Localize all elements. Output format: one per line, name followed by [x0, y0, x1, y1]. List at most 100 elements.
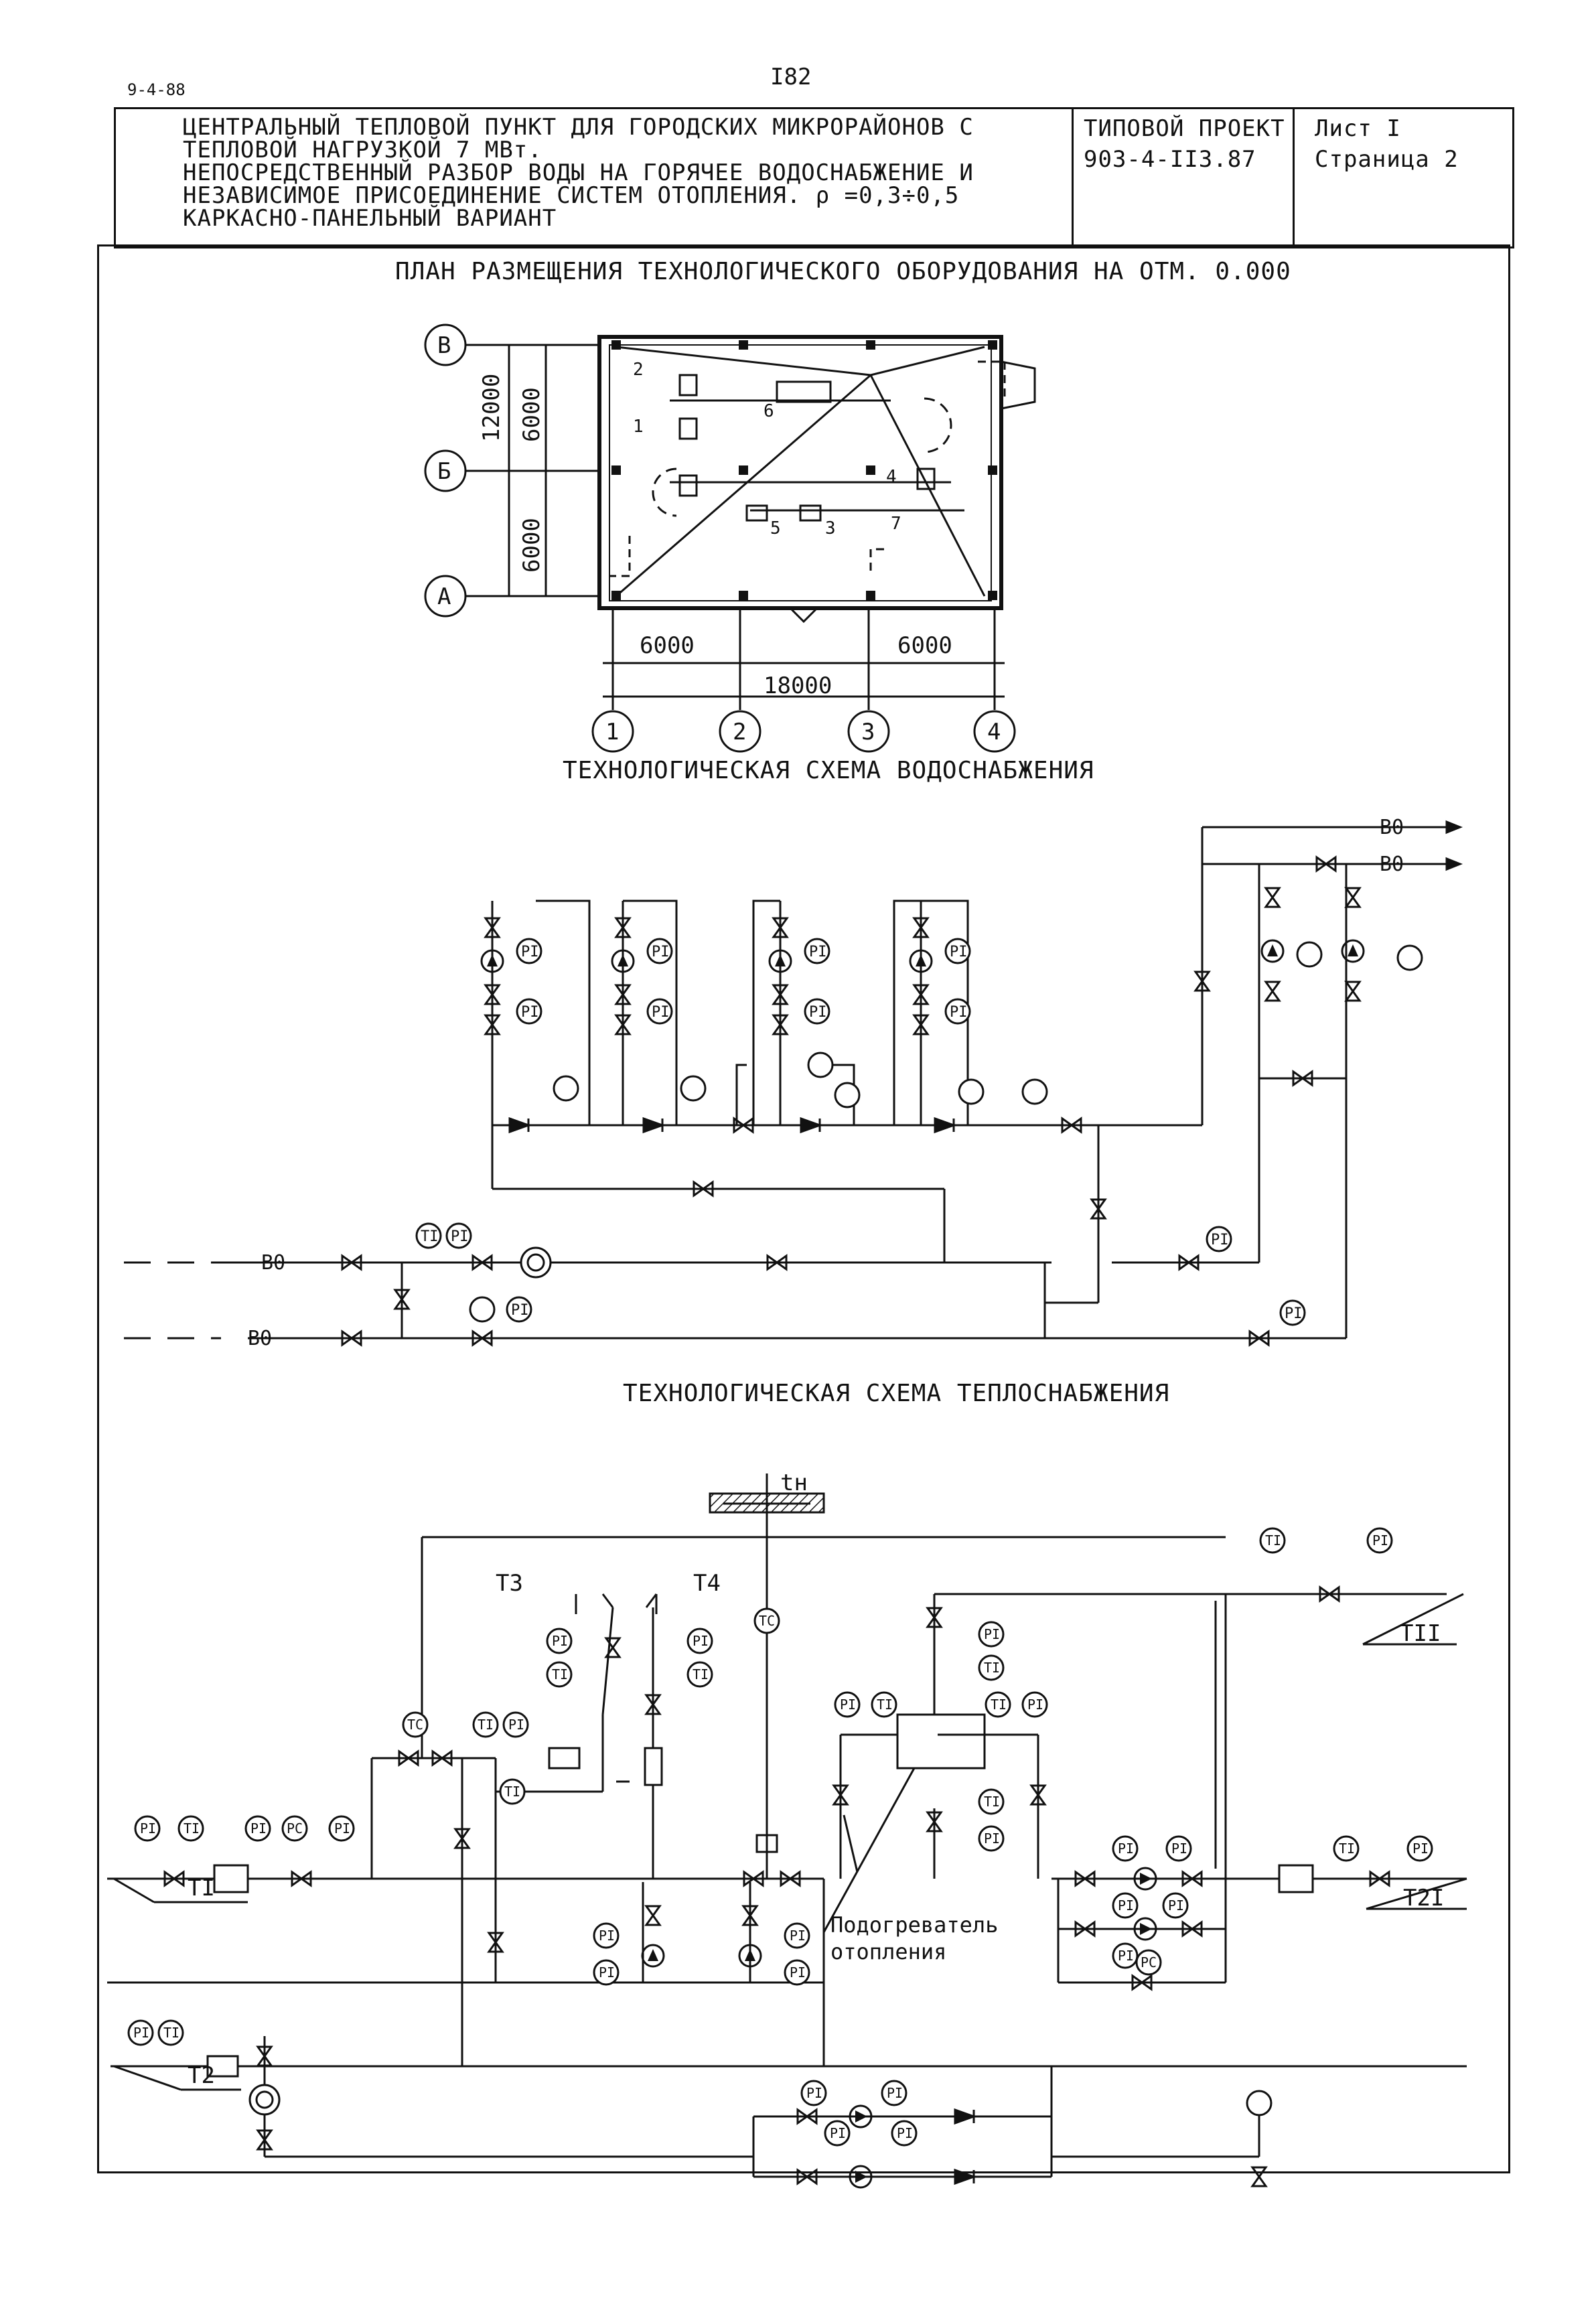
pi-label: PI [809, 944, 827, 960]
pi-label: PI [950, 944, 968, 960]
axis-label-v: В [437, 332, 451, 359]
drawing-frame [97, 244, 1510, 2173]
equipment-mark: 3 [825, 518, 836, 538]
dim-left-bottom: 6000 [518, 518, 545, 573]
heat-scheme-title: ТЕХНОЛОГИЧЕСКАЯ СХЕМА ТЕПЛОСНАБЖЕНИЯ [623, 1380, 1170, 1407]
equipment-mark: 2 [633, 360, 644, 380]
page-label: Страница 2 [1315, 146, 1459, 173]
title-line: КАРКАСНО-ПАНЕЛЬНЫЙ ВАРИАНТ [183, 205, 557, 232]
floor-plan [424, 323, 1036, 753]
pi-label: PI [334, 1820, 350, 1837]
ti-label: TI [184, 1820, 200, 1837]
pi-label: PI [1285, 1305, 1303, 1322]
ti-label: TI [552, 1666, 568, 1682]
pi-label: PI [250, 1820, 267, 1837]
pi-label: PI [1118, 1897, 1134, 1914]
pi-label: PI [508, 1717, 524, 1733]
pi-label: PI [511, 1302, 529, 1319]
pi-label: PI [887, 2085, 903, 2101]
pi-label: PI [1118, 1948, 1134, 1964]
pi-label: PI [897, 2125, 913, 2141]
pi-label: PI [693, 1633, 709, 1649]
ti-label: TI [991, 1697, 1007, 1713]
dim-total: 18000 [764, 672, 832, 699]
ti-label: TI [504, 1784, 520, 1800]
line-label-b0: В0 [261, 1251, 285, 1275]
equipment-mark: 5 [770, 518, 781, 538]
pi-label: PI [1027, 1697, 1043, 1713]
pi-label: PI [599, 1964, 615, 1981]
pi-label: PI [521, 944, 539, 960]
line-label-t11: TII [1400, 1620, 1441, 1647]
line-label-t3: T3 [496, 1570, 523, 1597]
pi-label: PI [652, 944, 670, 960]
pi-label: PI [133, 2025, 149, 2041]
pi-label: PI [599, 1928, 615, 1944]
ti-label: TI [984, 1794, 1000, 1810]
pi-label: PI [1168, 1897, 1184, 1914]
equipment-mark: 7 [891, 514, 901, 534]
title-divider [1072, 109, 1074, 246]
ti-label: TI [1265, 1532, 1281, 1549]
line-label-b0: В0 [1380, 816, 1404, 839]
title-line: НЕЗАВИСИМОЕ ПРИСОЕДИНЕНИЕ СИСТЕМ ОТОПЛЕН… [183, 182, 960, 209]
title-line: ЦЕНТРАЛЬНЫЙ ТЕПЛОВОЙ ПУНКТ ДЛЯ ГОРОДСКИХ… [183, 114, 974, 141]
axis-label-4: 4 [987, 719, 1001, 745]
equipment-mark: 1 [633, 417, 644, 437]
project-label: ТИПОВОЙ ПРОЕКТ [1084, 115, 1285, 142]
ti-label: TI [478, 1717, 494, 1733]
pi-label: PI [950, 1004, 968, 1021]
water-scheme-fittings [341, 856, 1365, 1346]
pi-label: PI [1118, 1841, 1134, 1857]
line-label-t2: T2 [188, 2062, 215, 2089]
dim-left-total: 12000 [478, 374, 505, 442]
line-label-t1: TI [188, 1875, 215, 1901]
axis-label-3: 3 [861, 719, 875, 745]
pi-label: PI [451, 1228, 469, 1245]
pi-label: PI [984, 1626, 1000, 1642]
tc-label: TC [759, 1613, 775, 1629]
title-line: ТЕПЛОВОЙ НАГРУЗКОЙ 7 МВт. [183, 137, 542, 163]
pi-label: PI [840, 1697, 856, 1713]
dim-left-top: 6000 [518, 387, 545, 442]
pc-label: PC [287, 1820, 303, 1837]
water-scheme-instruments: PI PI PI PI PI PI PI PI TI PI PI PI PI [415, 938, 1423, 1326]
axis-label-a: А [437, 583, 451, 610]
pi-label: PI [984, 1830, 1000, 1847]
ti-label: TI [163, 2025, 179, 2041]
page-number: I82 [770, 64, 812, 90]
pi-label: PI [806, 2085, 822, 2101]
pi-label: PI [830, 2125, 846, 2141]
pi-label: PI [809, 1004, 827, 1021]
pi-label: PI [1211, 1232, 1229, 1248]
axis-label-1: 1 [605, 719, 619, 745]
pi-label: PI [140, 1820, 156, 1837]
pi-label: PI [521, 1004, 539, 1021]
heat-scheme-instruments: PI TI PI PC PI TC TI PI TI PI TI PI TI T… [127, 1527, 1433, 2147]
plan-title: ПЛАН РАЗМЕЩЕНИЯ ТЕХНОЛОГИЧЕСКОГО ОБОРУДО… [395, 258, 1291, 285]
doc-code: 9-4-88 [127, 80, 186, 99]
equipment-mark: 4 [886, 467, 897, 487]
project-number: 903-4-II3.87 [1084, 146, 1256, 173]
water-scheme-title: ТЕХНОЛОГИЧЕСКАЯ СХЕМА ВОДОСНАБЖЕНИЯ [563, 757, 1094, 784]
heat-scheme-fittings [163, 1586, 1390, 2189]
pi-label: PI [552, 1633, 568, 1649]
line-label-t21: T2I [1403, 1885, 1444, 1912]
pc-label: PC [1141, 1954, 1157, 1970]
ti-label: TI [877, 1697, 893, 1713]
dim-bottom-right: 6000 [897, 632, 952, 659]
title-block: ЦЕНТРАЛЬНЫЙ ТЕПЛОВОЙ ПУНКТ ДЛЯ ГОРОДСКИХ… [114, 107, 1514, 248]
pi-label: PI [652, 1004, 670, 1021]
heater-label: Подогреватель [830, 1912, 998, 1938]
tc-label: TC [407, 1717, 423, 1733]
axis-label-2: 2 [733, 719, 746, 745]
line-label-b0: В0 [248, 1327, 272, 1350]
ti-label: TI [1339, 1841, 1355, 1857]
axis-label-b: Б [437, 458, 451, 485]
pi-label: PI [1412, 1841, 1429, 1857]
heat-scheme-pipes [107, 1473, 1467, 2178]
pi-label: PI [1372, 1532, 1388, 1549]
ti-label: TI [693, 1666, 709, 1682]
pi-label: PI [790, 1964, 806, 1981]
